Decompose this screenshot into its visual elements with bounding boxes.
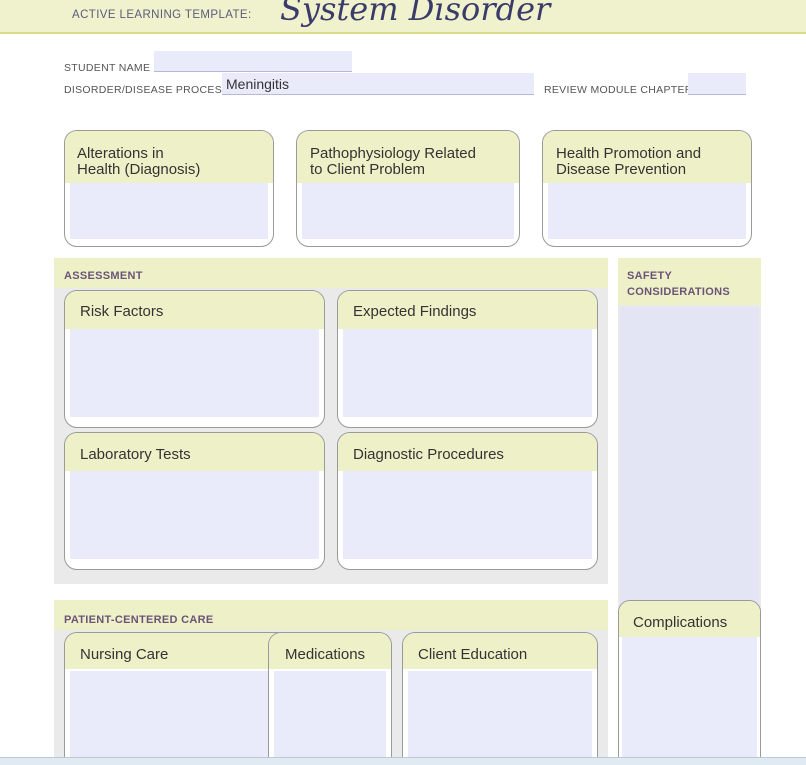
risk-factors-box: Risk Factors [64, 290, 325, 428]
expected-findings-box: Expected Findings [337, 290, 598, 428]
template-title: System Disorder [280, 0, 551, 28]
client-education-entry[interactable] [408, 671, 592, 765]
diagnostic-procedures-heading: Diagnostic Procedures [338, 433, 597, 471]
expected-findings-entry[interactable] [343, 329, 592, 417]
pathophysiology-entry[interactable] [302, 183, 514, 239]
patient-centered-care-header [54, 600, 608, 630]
review-module-field[interactable] [688, 73, 746, 95]
health-promotion-entry[interactable] [548, 183, 746, 239]
patient-centered-care-panel: PATIENT-CENTERED CARE Nursing Care Medic… [54, 600, 608, 765]
bottom-strip [0, 757, 806, 765]
complications-box: Complications [618, 600, 761, 765]
patient-centered-care-title: PATIENT-CENTERED CARE [64, 614, 214, 626]
student-name-label: STUDENT NAME [64, 62, 151, 74]
assessment-panel: ASSESSMENT Risk Factors Expected Finding… [54, 258, 608, 584]
safety-considerations-column: SAFETY CONSIDERATIONS [618, 258, 761, 765]
diagnostic-procedures-entry[interactable] [343, 471, 592, 559]
safety-header: SAFETY CONSIDERATIONS [618, 258, 761, 305]
diagnostic-procedures-box: Diagnostic Procedures [337, 432, 598, 570]
medications-heading: Medications [269, 633, 391, 669]
medications-box: Medications [268, 632, 392, 765]
laboratory-tests-heading: Laboratory Tests [65, 433, 324, 471]
review-module-label: REVIEW MODULE CHAPTER [544, 84, 693, 96]
laboratory-tests-box: Laboratory Tests [64, 432, 325, 570]
health-promotion-box: Health Promotion and Disease Prevention [542, 130, 752, 247]
assessment-title: ASSESSMENT [64, 270, 143, 282]
assessment-header [54, 258, 608, 288]
safety-title-line2: CONSIDERATIONS [627, 286, 731, 298]
risk-factors-heading: Risk Factors [65, 291, 324, 329]
alterations-box: Alterations in Health (Diagnosis) [64, 130, 274, 247]
pathophysiology-box: Pathophysiology Related to Client Proble… [296, 130, 520, 247]
client-education-heading: Client Education [403, 633, 597, 669]
laboratory-tests-entry[interactable] [70, 471, 319, 559]
alterations-entry[interactable] [70, 183, 268, 239]
safety-entry[interactable] [620, 307, 759, 647]
client-education-box: Client Education [402, 632, 598, 765]
alterations-heading: Alterations in Health (Diagnosis) [65, 131, 273, 183]
disorder-label: DISORDER/DISEASE PROCESS [64, 84, 230, 96]
disorder-field[interactable] [222, 73, 534, 95]
risk-factors-entry[interactable] [70, 329, 319, 417]
header-band: ACTIVE LEARNING TEMPLATE: System Disorde… [0, 0, 806, 34]
complications-heading: Complications [619, 601, 760, 637]
template-label: ACTIVE LEARNING TEMPLATE: [72, 9, 252, 21]
pathophysiology-heading: Pathophysiology Related to Client Proble… [297, 131, 519, 183]
complications-entry[interactable] [622, 637, 757, 765]
student-name-field[interactable] [154, 51, 352, 72]
health-promotion-heading: Health Promotion and Disease Prevention [543, 131, 751, 183]
expected-findings-heading: Expected Findings [338, 291, 597, 329]
medications-entry[interactable] [274, 671, 386, 765]
safety-title-line1: SAFETY [627, 270, 673, 282]
